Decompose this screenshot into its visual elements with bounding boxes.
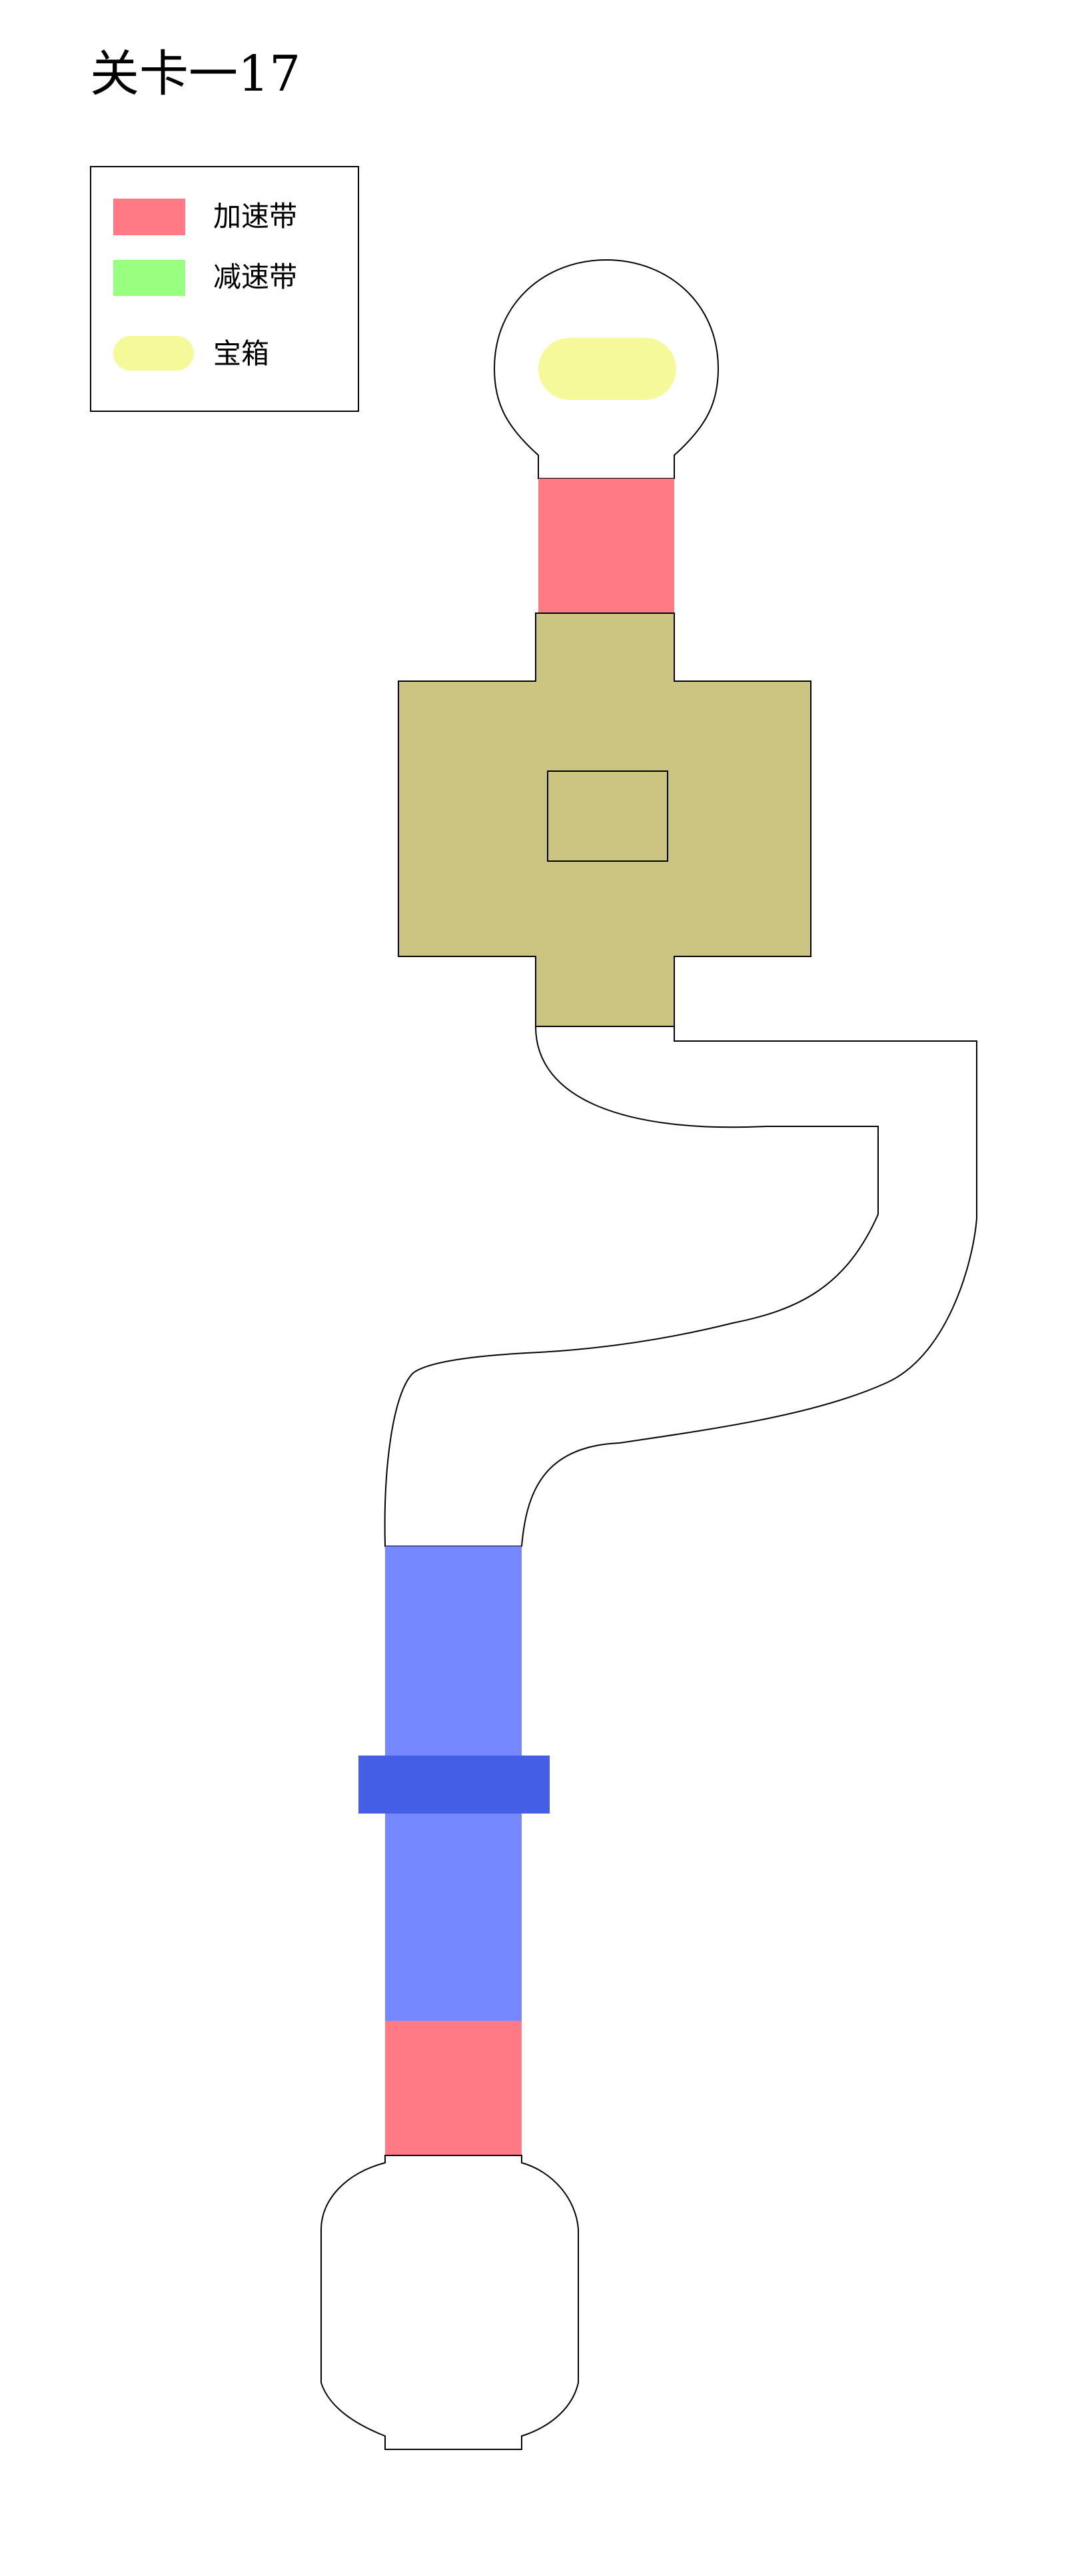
level-title: 关卡一17 — [90, 45, 301, 103]
treasure-chest — [538, 338, 676, 400]
legend-label-treasure: 宝箱 — [213, 337, 269, 370]
legend-label-slow-down: 减速带 — [213, 261, 297, 293]
start-room — [320, 2155, 579, 2450]
platform-center-square — [547, 770, 668, 862]
legend-swatch-speed-up — [113, 199, 185, 235]
legend-label-speed-up: 加速带 — [213, 200, 297, 233]
legend-swatch-treasure — [113, 336, 194, 371]
speed-up-strip-bottom — [385, 2021, 522, 2155]
speed-up-strip-top — [538, 479, 674, 613]
legend: 加速带 减速带 宝箱 — [90, 166, 359, 412]
bridge — [358, 1756, 550, 1814]
cross-platform — [398, 613, 811, 1027]
winding-corridor — [384, 1026, 977, 1547]
legend-swatch-slow-down — [113, 260, 185, 296]
